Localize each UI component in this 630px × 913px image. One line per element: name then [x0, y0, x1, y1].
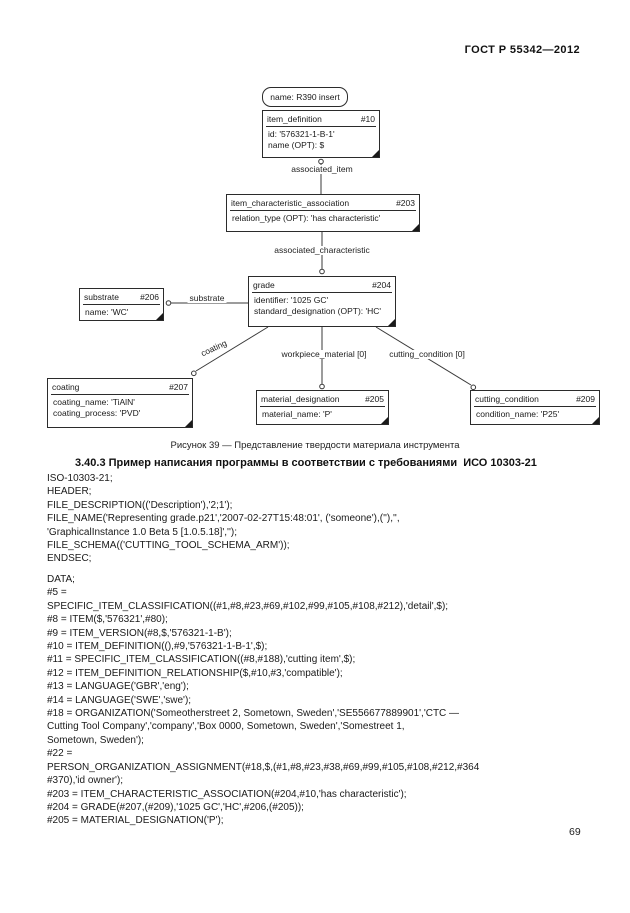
entity-attr: name (OPT): $ — [268, 140, 325, 150]
entity-ref: #204 — [372, 279, 391, 290]
entity-attr: id: '576321-1-B-1' — [268, 129, 335, 139]
page-corner-mark — [372, 150, 379, 157]
entity-attr: name: 'WC' — [85, 307, 129, 317]
page-number: 69 — [569, 826, 581, 838]
edge-label-substrate: substrate — [187, 293, 227, 303]
page-corner-mark — [156, 313, 163, 320]
entity-title: grade — [253, 279, 275, 290]
code-data-section: DATA; #5 = SPECIFIC_ITEM_CLASSIFICATION(… — [47, 574, 480, 827]
page-corner-mark — [412, 224, 419, 231]
entity-box-coating: coating #207 coating_name: 'TiAlN' coati… — [47, 378, 193, 428]
entity-attr: condition_name: 'P25' — [476, 409, 560, 419]
edge-label-associated-characteristic: associated_characteristic — [272, 245, 372, 255]
page-corner-mark — [185, 420, 192, 427]
edge-label-associated-item: associated_item — [289, 164, 355, 174]
entity-box-cutting-condition: cutting_condition #209 condition_name: '… — [470, 390, 600, 425]
entity-attr: material_name: 'P' — [262, 409, 332, 419]
name-annotation: name: R390 insert — [262, 87, 348, 107]
entity-title: material_designation — [261, 393, 340, 404]
entity-ref: #205 — [365, 393, 384, 404]
entity-box-substrate: substrate #206 name: 'WC' — [79, 288, 164, 321]
entity-ref: #209 — [576, 393, 595, 404]
entity-ref: #207 — [169, 381, 188, 392]
entity-attr: identifier: '1025 GC' — [254, 295, 329, 305]
edge-label-workpiece-material: workpiece_material [0] — [279, 349, 369, 359]
edge-label-cutting-condition: cutting_condition [0] — [387, 349, 467, 359]
entity-ref: #206 — [140, 291, 159, 302]
entity-title: cutting_condition — [475, 393, 539, 404]
entity-title: item_definition — [267, 113, 322, 124]
entity-box-material-designation: material_designation #205 material_name:… — [256, 390, 389, 425]
page-corner-mark — [381, 417, 388, 424]
entity-title: item_characteristic_association — [231, 197, 350, 208]
entity-title: substrate — [84, 291, 119, 302]
page-corner-mark — [388, 319, 395, 326]
section-heading: 3.40.3 Пример написания программы в соот… — [75, 457, 537, 469]
entity-ref: #10 — [360, 113, 375, 124]
entity-title: coating — [52, 381, 80, 392]
document-number: ГОСТ Р 55342—2012 — [464, 44, 580, 56]
page-corner-mark — [592, 417, 599, 424]
entity-box-item-definition: item_definition #10 id: '576321-1-B-1' n… — [262, 110, 380, 158]
code-header-section: ISO-10303-21; HEADER; FILE_DESCRIPTION((… — [47, 473, 400, 565]
entity-box-grade: grade #204 identifier: '1025 GC' standar… — [248, 276, 396, 327]
entity-attr: relation_type (OPT): 'has characteristic… — [232, 213, 381, 223]
entity-attr: coating_process: 'PVD' — [53, 408, 141, 418]
entity-attr: standard_designation (OPT): 'HC' — [254, 306, 382, 316]
entity-box-item-characteristic-association: item_characteristic_association #203 rel… — [226, 194, 420, 232]
entity-ref: #203 — [396, 197, 415, 208]
figure-caption: Рисунок 39 — Представление твердости мат… — [170, 440, 460, 451]
entity-attr: coating_name: 'TiAlN' — [53, 397, 135, 407]
